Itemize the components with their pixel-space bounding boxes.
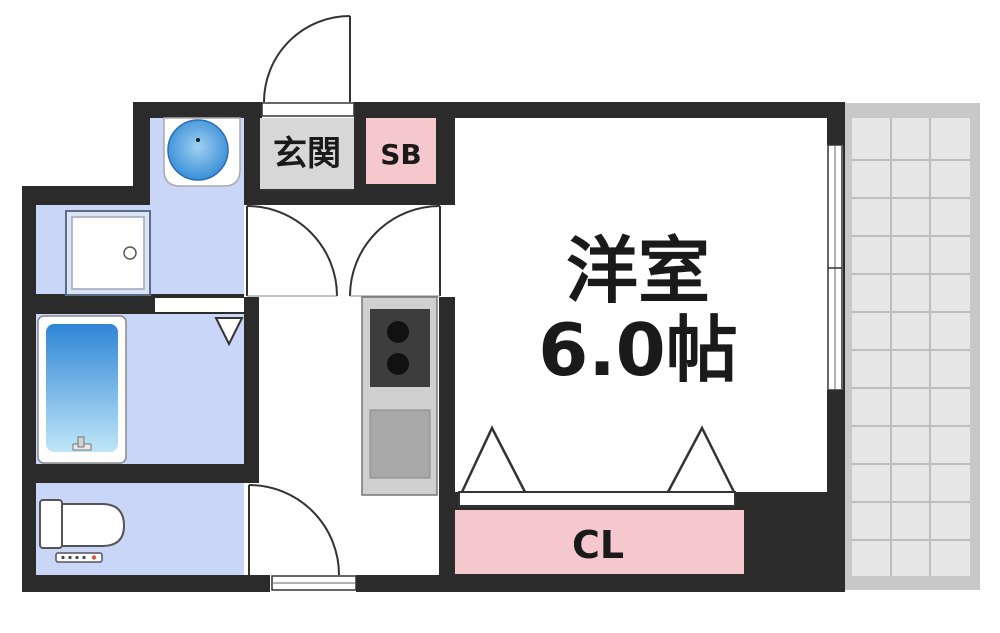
bathtub-icon bbox=[37, 315, 127, 464]
western-room-label: 洋室 bbox=[566, 229, 710, 313]
closet-label: CL bbox=[572, 523, 624, 567]
closet-doors bbox=[458, 425, 736, 507]
western-room-size-label: 6.0帖 bbox=[538, 308, 738, 392]
vanity-mark bbox=[214, 317, 244, 347]
kitchen-counter bbox=[361, 296, 438, 496]
stove-icon bbox=[370, 309, 430, 387]
partitions bbox=[36, 294, 244, 483]
washbasin-icon bbox=[163, 117, 241, 187]
sink-icon bbox=[369, 409, 431, 479]
washing-machine-pan-icon bbox=[65, 210, 151, 296]
entrance-label: 玄関 bbox=[273, 134, 341, 174]
shoe-box-label: SB bbox=[380, 138, 422, 171]
toilet-icon bbox=[39, 499, 126, 563]
door-swings bbox=[246, 15, 843, 591]
balcony bbox=[843, 103, 980, 590]
